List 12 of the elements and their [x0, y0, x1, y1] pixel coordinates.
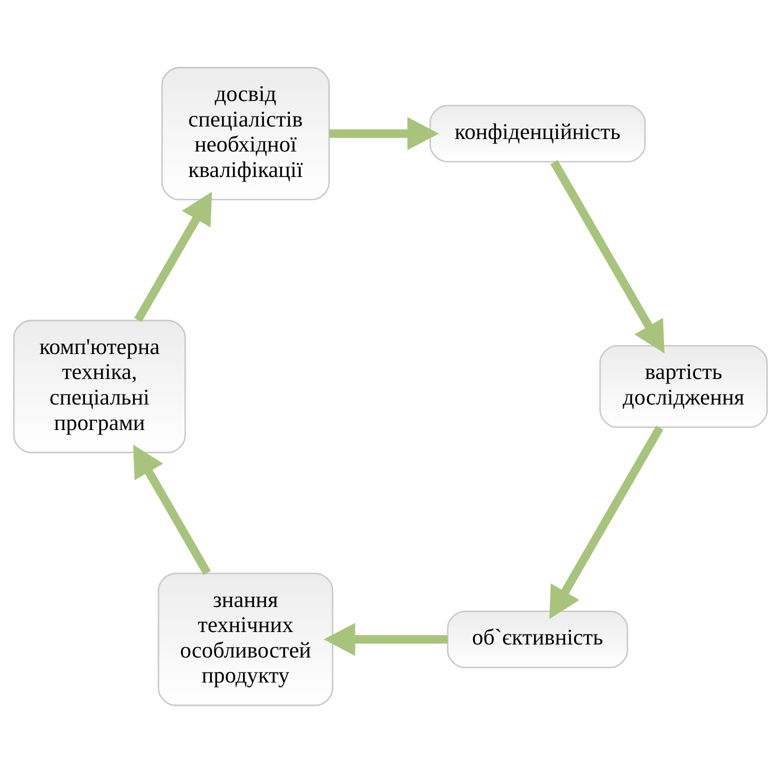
node-box: об`єктивність [447, 610, 628, 668]
node-box: комп'ютерна техніка, спеціальні програми [13, 320, 186, 454]
arrow [134, 192, 212, 322]
node-box: знання технічних особливостей продукту [158, 572, 334, 706]
arrow [133, 444, 211, 576]
arrow [549, 426, 664, 619]
arrow [329, 117, 439, 150]
node-box: конфіденційність [429, 104, 646, 162]
node-box: вартість дослідження [599, 345, 768, 428]
arrow [324, 622, 448, 656]
arrow [550, 160, 664, 354]
node-box: досвід спеціалістів необхідної кваліфікації [161, 66, 330, 200]
